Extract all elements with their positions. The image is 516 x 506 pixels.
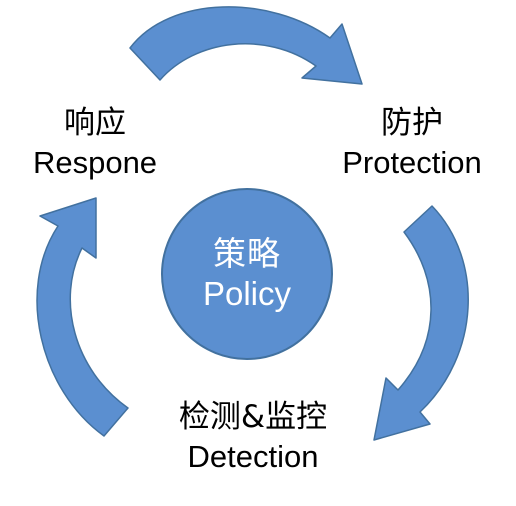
center-policy-en: Policy [202,275,292,312]
node-respond-zh: 响应 [64,105,126,141]
node-protect-zh: 防护 [381,105,443,141]
node-respond-en: Respone [32,145,158,180]
node-protect-en: Protection [342,145,482,180]
node-detect-en: Detection [187,439,319,474]
node-detect: 检测&监控 Detection [155,397,351,477]
arrow-detect-to-respond [36,197,129,437]
center-policy-zh: 策略 [213,234,281,273]
node-protect: 防护 Protection [326,103,498,183]
arrow-respond-to-protect [129,6,363,85]
arrow-protect-to-detect [373,205,469,441]
node-respond: 响应 Respone [16,103,174,183]
node-detect-zh: 检测&监控 [178,399,328,435]
center-policy-circle: 策略 Policy [161,188,333,360]
